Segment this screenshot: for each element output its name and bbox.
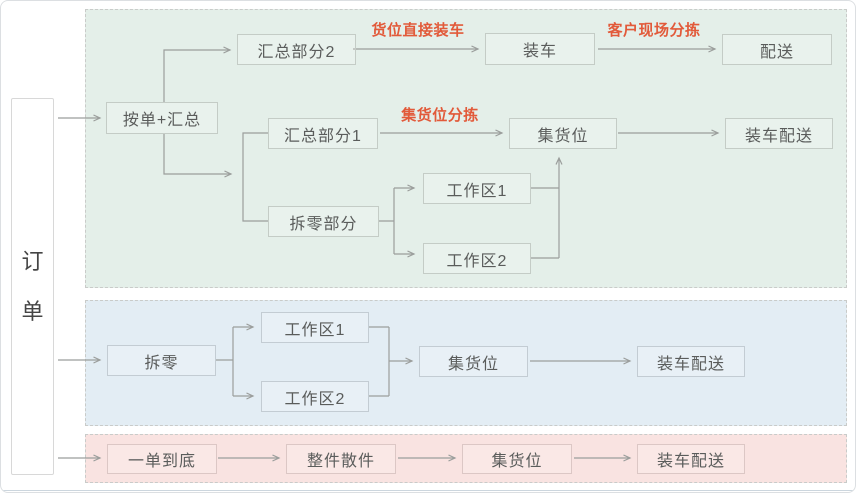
node-order-summary: 按单+汇总 bbox=[106, 102, 218, 134]
node-workzone2-green: 工作区2 bbox=[423, 243, 531, 274]
node-split-blue: 拆零 bbox=[107, 345, 216, 376]
order-source-label: 订单 bbox=[21, 248, 44, 324]
edge-label-staging-sorting: 集货位分拣 bbox=[401, 107, 479, 124]
node-split-part: 拆零部分 bbox=[268, 206, 379, 237]
node-summary-part1: 汇总部分1 bbox=[268, 118, 378, 149]
region-single-order bbox=[85, 434, 847, 483]
node-delivery: 配送 bbox=[722, 34, 832, 65]
node-summary-part2: 汇总部分2 bbox=[237, 34, 356, 65]
node-workzone1-blue: 工作区1 bbox=[261, 312, 369, 343]
node-loading: 装车 bbox=[485, 33, 595, 65]
edge-label-direct-loading: 货位直接装车 bbox=[371, 22, 465, 39]
node-staging-slot-blue: 集货位 bbox=[419, 346, 528, 377]
node-load-delivery-blue: 装车配送 bbox=[637, 346, 745, 377]
node-load-delivery-green: 装车配送 bbox=[725, 118, 833, 149]
node-workzone2-blue: 工作区2 bbox=[261, 381, 369, 412]
node-staging-slot-green: 集货位 bbox=[509, 118, 617, 149]
node-workzone1-green: 工作区1 bbox=[423, 173, 531, 204]
order-source-box: 订单 bbox=[11, 98, 54, 475]
node-load-delivery-pink: 装车配送 bbox=[637, 444, 745, 474]
node-whole-loose: 整件散件 bbox=[286, 444, 396, 474]
region-split-picking bbox=[85, 300, 847, 426]
node-single-order: 一单到底 bbox=[107, 444, 217, 474]
edge-label-customer-sorting: 客户现场分拣 bbox=[607, 22, 701, 39]
bottom-divider bbox=[1, 490, 855, 491]
node-staging-slot-pink: 集货位 bbox=[462, 444, 572, 474]
